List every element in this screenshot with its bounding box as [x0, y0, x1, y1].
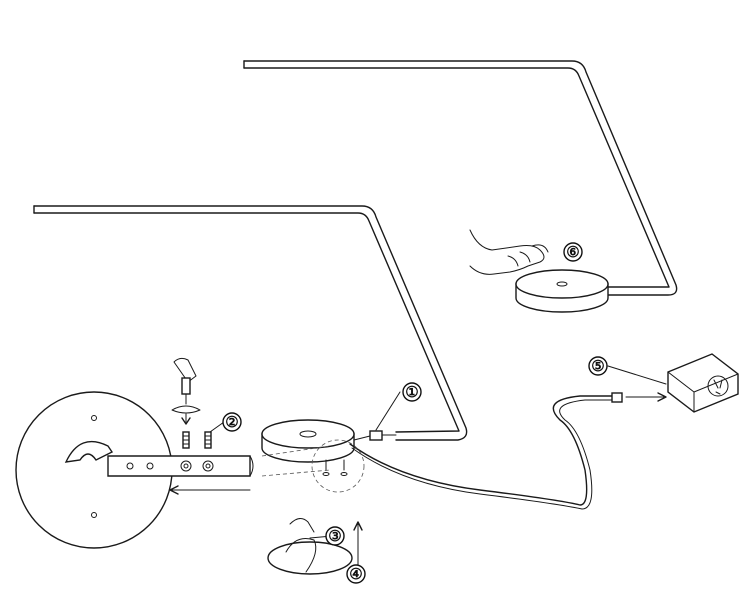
round-base-plate-icon [15, 391, 331, 549]
hand-icon [469, 229, 549, 275]
step-label-4-text: ④ [349, 565, 362, 583]
step-label-2: ② [209, 412, 242, 433]
detail-magnifier-icon [311, 439, 365, 493]
step-label-3: ③ [325, 526, 345, 546]
step-label-5-text: ⑤ [591, 357, 604, 375]
power-adapter-icon [625, 353, 739, 413]
step-label-2-text: ② [225, 413, 238, 431]
step-label-4: ④ [346, 564, 366, 584]
step-label-5: ⑤ [588, 356, 667, 385]
step-label-1: ① [375, 382, 422, 431]
assembled-floor-lamp-icon [243, 60, 678, 313]
step-label-1-text: ① [405, 383, 418, 401]
screwdriver-icon [171, 357, 212, 449]
step-label-3-text: ③ [328, 527, 341, 545]
step-label-6: ⑥ [563, 242, 583, 262]
step-label-6-text: ⑥ [566, 243, 579, 261]
